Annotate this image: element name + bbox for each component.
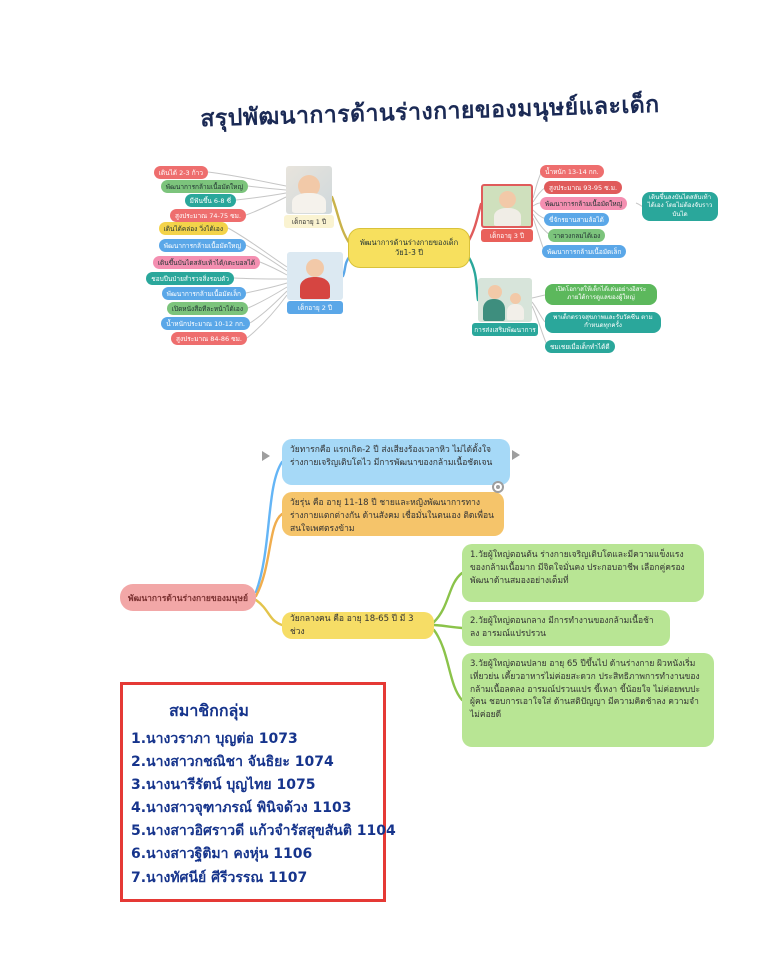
fact-node: สูงประมาณ 74-75 ซม. [170, 209, 246, 222]
stage-node-teen: วัยรุ่น คือ อายุ 11-18 ปี ชายและหญิงพัฒน… [282, 492, 504, 536]
fact-node: พัฒนาการกล้ามเนื้อมัดใหญ่ [160, 180, 248, 193]
stage-node-adult-late: 3.วัยผู้ใหญ่ตอนปลาย อายุ 65 ปีขึ้นไป ด้า… [462, 653, 714, 747]
photo-head-shape [499, 191, 516, 208]
promotion-caption: การส่งเสริมพัฒนาการ [472, 323, 538, 336]
photo-head-shape [306, 259, 324, 277]
member-item: 3.นางนารีรัตน์ บุญไทย 1075 [131, 777, 316, 794]
photo-head-shape [488, 285, 502, 299]
fact-node: เปิดหนังสือทีละหน้าได้เอง [166, 302, 248, 315]
drag-handle-icon[interactable] [492, 481, 504, 493]
toddler-photo [287, 252, 343, 300]
age1-caption: เด็กอายุ 1 ปี [284, 215, 334, 228]
member-item: 2.นางสาวกชณิชา จันธิยะ 1074 [131, 754, 334, 771]
fact-node: เดินได้ 2-3 ก้าว [153, 166, 208, 179]
fact-node: พัฒนาการกล้ามเนื้อมัดเล็ก [161, 287, 246, 300]
fact-node: น้ำหนัก 13-14 กก. [540, 165, 604, 178]
stage-node-adult-middle: 2.วัยผู้ใหญ่ตอนกลาง มีการทำงานของกล้ามเน… [462, 610, 670, 646]
stage-node-adult-early: 1.วัยผู้ใหญ่ตอนต้น ร่างกายเจริญเติบโตและ… [462, 544, 704, 602]
caregiver-photo [478, 278, 532, 322]
topic-child-development: พัฒนาการด้านร่างกายของเด็ก วัย1-3 ปี [348, 228, 470, 268]
photo-body-shape [300, 277, 330, 299]
baby-photo [286, 166, 332, 214]
age3-caption: เด็กอายุ 3 ปี [481, 229, 533, 242]
photo-body-shape [507, 304, 524, 320]
fact-node: สูงประมาณ 84-86 ซม. [171, 332, 247, 345]
member-item: 5.นางสาวอิศราวดี แก้วจำรัสสุขสันติ 1104 [131, 823, 396, 840]
photo-head-shape [510, 293, 521, 304]
expand-handle-icon[interactable] [512, 450, 520, 460]
fact-node: พาเด็กตรวจสุขภาพและรับวัคซีน ตามกำหนดทุก… [545, 312, 661, 333]
fact-node: พัฒนาการกล้ามเนื้อมัดเล็ก [542, 245, 627, 258]
photo-body-shape [292, 193, 326, 213]
fact-node: ชมเชยเมื่อเด็กทำได้ดี [545, 340, 615, 353]
fact-node: เดินได้คล่อง วิ่งได้เอง [158, 222, 228, 235]
photo-head-shape [298, 175, 320, 197]
member-group-title: สมาชิกกลุ่ม [169, 701, 249, 720]
fact-node: น้ำหนักประมาณ 10-12 กก. [161, 317, 250, 330]
member-item: 1.นางวราภา บุญต่อ 1073 [131, 731, 298, 747]
fact-node: วาดวงกลมได้เอง [548, 229, 606, 242]
member-group-box: สมาชิกกลุ่ม 1.นางวราภา บุญต่อ 1073 2.นาง… [120, 682, 396, 902]
photo-body-shape [483, 299, 505, 321]
fact-node: เดินขึ้นลงบันไดสลับเท้าได้เอง โดยไม่ต้อง… [642, 192, 718, 222]
photo-body-shape [494, 208, 521, 226]
fact-node: เดินขึ้นบันไดสลับเท้าได้/เตะบอลได้ [152, 256, 260, 269]
fact-node: เปิดโอกาสให้เด็กได้เล่นอย่างอิสระ ภายใต้… [545, 284, 657, 305]
topic-human-development: พัฒนาการด้านร่างกายของมนุษย์ [120, 584, 256, 611]
stage-node-adult: วัยกลางคน คือ อายุ 18-65 ปี มี 3 ช่วง [282, 612, 434, 639]
member-item: 4.นางสาวจุฑาภรณ์ พินิจด้วง 1103 [131, 800, 352, 817]
drag-handle-dot [496, 485, 500, 489]
fact-node: พัฒนาการกล้ามเนื้อมัดใหญ่ [158, 239, 246, 252]
fact-node: ชอบปีนป่ายสำรวจสิ่งรอบตัว [146, 272, 234, 285]
fact-node: พัฒนาการกล้ามเนื้อมัดใหญ่ [540, 197, 628, 210]
child-photo [481, 184, 533, 228]
collapse-handle-icon[interactable] [262, 451, 270, 461]
member-list: 1.นางวราภา บุญต่อ 1073 2.นางสาวกชณิชา จั… [131, 728, 396, 890]
stage-node-infant: วัยทารกคือ แรกเกิด-2 ปี ส่งเสียงร้องเวลา… [282, 439, 510, 485]
member-item: 6.นางสาวฐิติมา คงหุ่น 1106 [131, 846, 313, 863]
fact-node: ขี่จักรยานสามล้อได้ [544, 213, 609, 226]
age2-caption: เด็กอายุ 2 ปี [287, 301, 343, 314]
member-item: 7.นางทัศนีย์ ศีรีวรรณ 1107 [131, 869, 308, 886]
fact-node: มีฟันขึ้น 6-8 ซี่ [184, 194, 236, 207]
fact-node: สูงประมาณ 93-95 ซ.ม. [544, 181, 623, 194]
